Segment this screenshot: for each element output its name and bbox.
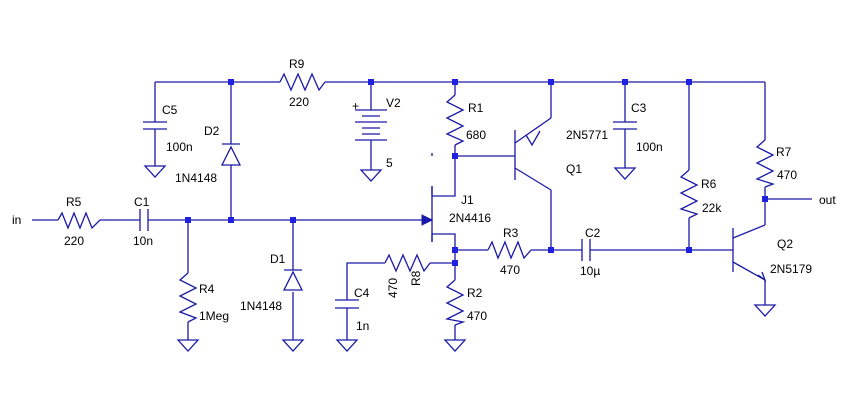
r4-value: 1Meg [199, 309, 229, 323]
resistor-r4: R4 1Meg [178, 272, 229, 323]
transistor-q2: Q2 2N5179 [732, 224, 812, 282]
ground-symbols [143, 165, 777, 352]
q2-ref: Q2 [777, 237, 793, 251]
ground-icon [143, 165, 167, 178]
capacitor-c3: C3 100n [613, 101, 663, 154]
j1-value: 2N4416 [449, 211, 491, 225]
resistor-r9: R9 220 [279, 57, 326, 109]
r6-ref: R6 [701, 177, 717, 191]
resistor-r5: R5 220 [57, 195, 101, 248]
diode-d1: D1 1N4148 [240, 252, 304, 313]
r1-ref: R1 [468, 101, 484, 115]
c1-ref: C1 [134, 195, 150, 209]
resistor-r2: R2 470 [444, 279, 487, 326]
r6-value: 22k [702, 201, 722, 215]
v2-ref: V2 [386, 96, 401, 110]
d1-ref: D1 [270, 252, 286, 266]
r4-ref: R4 [199, 282, 215, 296]
c2-value: 10µ [580, 264, 600, 278]
transistor-q1: 2N5771 Q1 [514, 117, 608, 191]
output-port-label: out [819, 193, 836, 207]
r3-value: 470 [500, 263, 520, 277]
c3-ref: C3 [631, 101, 647, 115]
j1-ref: J1 [461, 193, 474, 207]
resistor-r1: R1 680 [445, 94, 486, 146]
resistor-r8: 470 R8 [384, 253, 431, 298]
capacitor-c5: C5 100n [143, 103, 193, 154]
r3-ref: R3 [503, 226, 519, 240]
q2-value: 2N5179 [770, 262, 812, 276]
diode-d2: D2 1N4148 [175, 124, 242, 185]
input-port-label: in [12, 213, 21, 227]
c5-ref: C5 [162, 103, 178, 117]
d2-ref: D2 [204, 124, 220, 138]
c2-ref: C2 [585, 226, 601, 240]
capacitor-c1: C1 10n [133, 195, 153, 248]
r2-ref: R2 [467, 286, 483, 300]
r8-value: 470 [386, 278, 400, 298]
r8-ref: R8 [409, 270, 423, 286]
ground-icon [443, 339, 467, 352]
ground-icon [281, 339, 305, 352]
v2-polarity: + [352, 99, 359, 113]
r2-value: 470 [467, 309, 487, 323]
d2-value: 1N4148 [175, 171, 217, 185]
c3-value: 100n [636, 140, 663, 154]
ground-icon [753, 304, 777, 317]
ground-icon [613, 167, 637, 180]
jfet-j1: J1 2N4416 [421, 186, 491, 242]
r5-ref: R5 [66, 195, 82, 209]
capacitor-c4: C4 1n [335, 286, 370, 333]
wires [32, 81, 812, 340]
c4-value: 1n [356, 319, 369, 333]
ground-icon [335, 339, 359, 352]
r5-value: 220 [64, 234, 84, 248]
c4-ref: C4 [354, 286, 370, 300]
ground-icon [359, 169, 383, 182]
junction-dots [185, 79, 768, 266]
d1-value: 1N4148 [240, 299, 282, 313]
c1-value: 10n [133, 234, 153, 248]
resistor-r7: R7 470 [755, 139, 797, 188]
q1-value: 2N5771 [566, 128, 608, 142]
capacitor-c2: C2 10µ [580, 226, 601, 278]
r9-value: 220 [289, 95, 309, 109]
r9-ref: R9 [289, 57, 305, 71]
r1-value: 680 [466, 128, 486, 142]
r7-ref: R7 [776, 145, 792, 159]
v2-value: 5 [386, 156, 393, 170]
voltage-source-v2: + V2 5 [352, 96, 401, 170]
r7-value: 470 [777, 168, 797, 182]
resistor-r6: R6 22k [679, 169, 722, 219]
resistor-r3: R3 470 [487, 226, 532, 277]
c5-value: 100n [166, 140, 193, 154]
ground-icon [176, 339, 200, 352]
q1-ref: Q1 [566, 162, 582, 176]
